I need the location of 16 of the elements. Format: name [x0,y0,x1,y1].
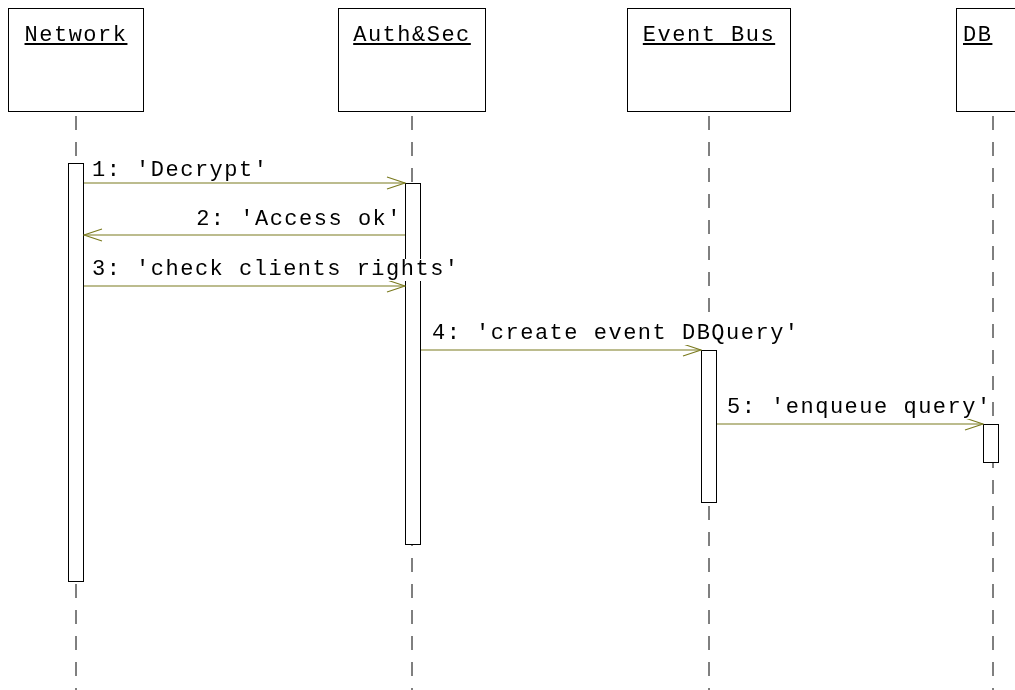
participant-name: Auth&Sec [352,23,472,48]
message-arrow [716,417,984,431]
participant-name: Event Bus [641,23,777,48]
activation-bar [68,163,84,582]
participant-box [627,8,791,112]
message-arrow [83,176,406,190]
message-arrow [83,279,406,293]
participant-name: Network [23,23,129,48]
participant-box [8,8,144,112]
activation-bar [983,424,999,463]
participant-name: DB [963,23,994,48]
participant-box [956,8,1015,112]
message-arrow [83,228,406,242]
activation-bar [701,350,717,503]
message-arrow [420,343,702,357]
participant-box [338,8,486,112]
